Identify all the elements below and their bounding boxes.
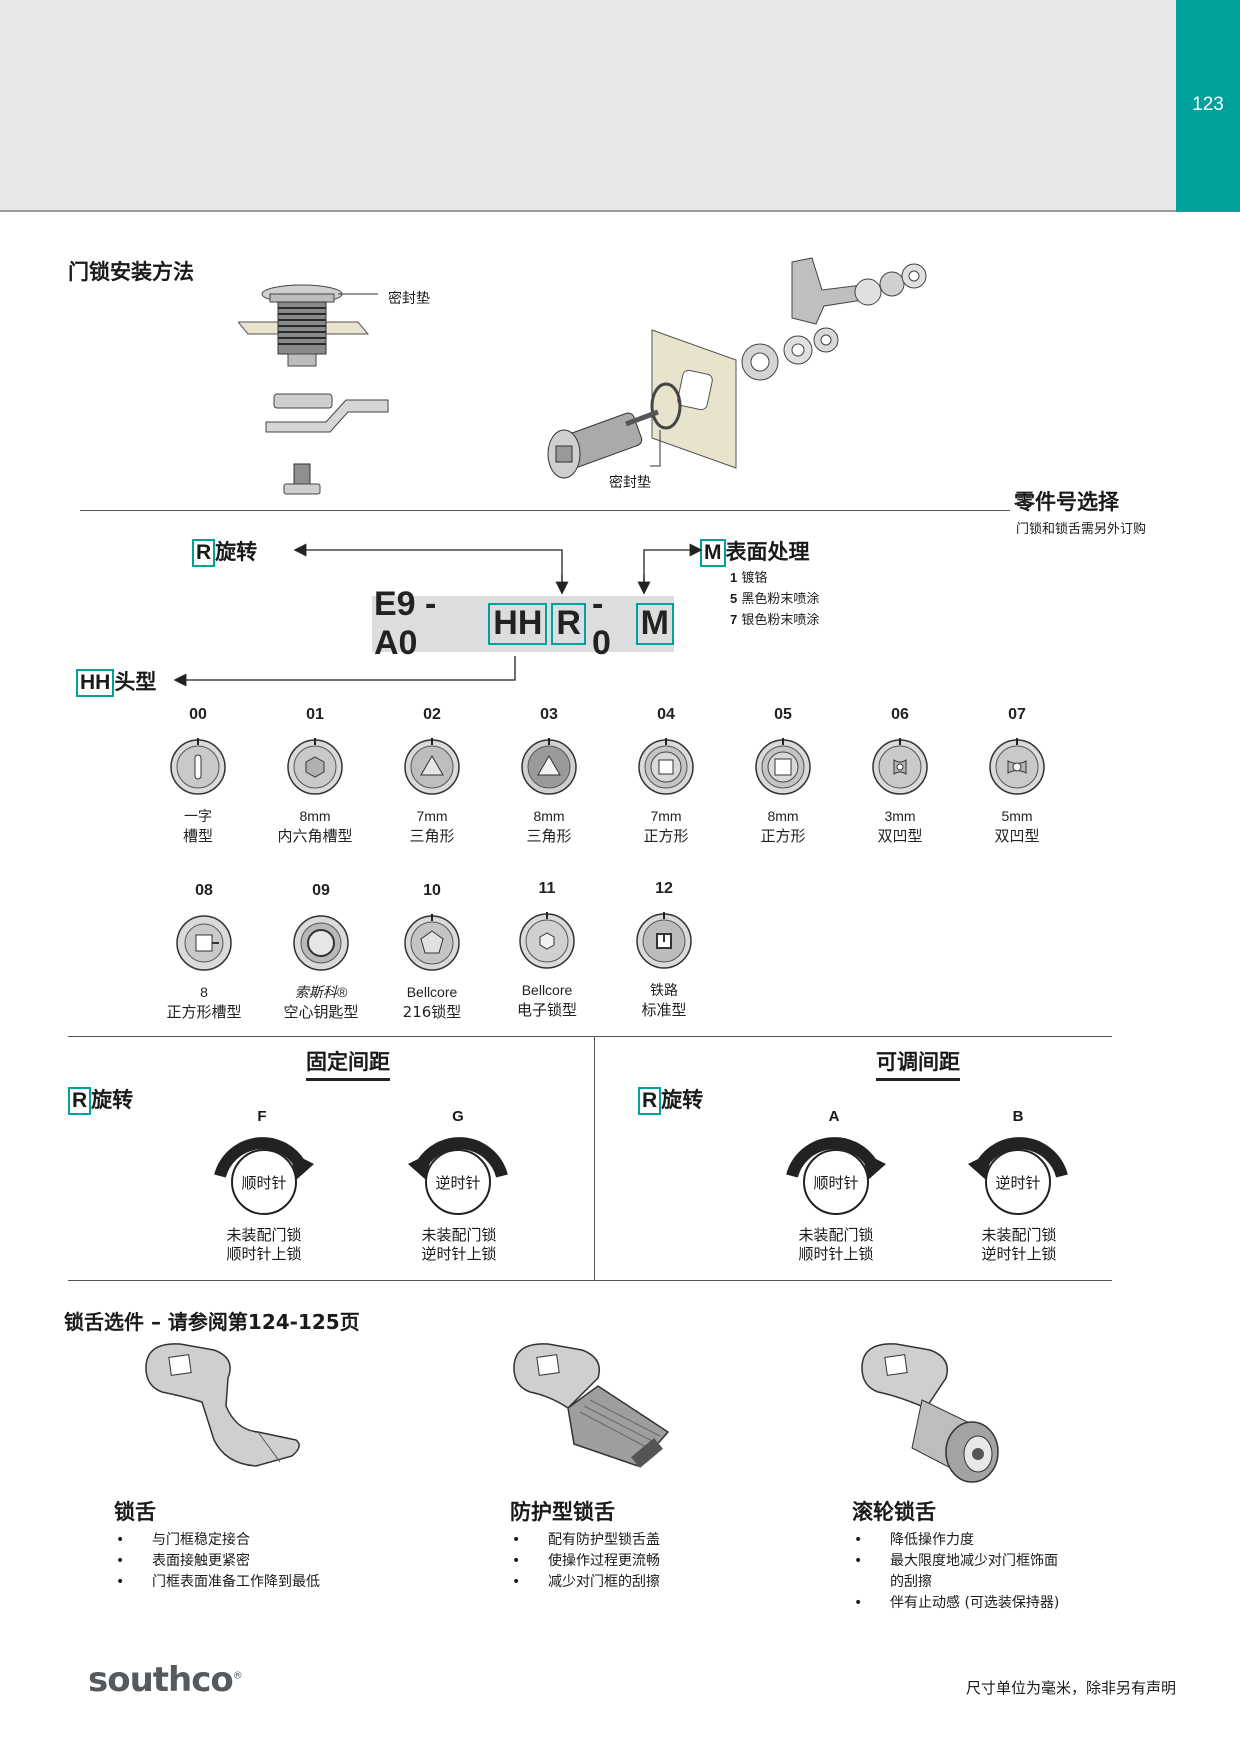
part-selection-title: 零件号选择 — [1014, 490, 1119, 514]
cam-roller-bullets: 降低操作力度 最大限度地减少对门框饰面 的刮擦 伴有止动感 (可选装保持器) — [852, 1530, 1059, 1614]
clockwise-icon — [786, 1137, 886, 1215]
guarded-cam-illustration — [513, 1343, 670, 1469]
head-type-10: 10 Bellcore 216锁型 — [402, 882, 462, 1021]
square-icon — [638, 738, 694, 795]
head-type-12: 12 铁路 标准型 — [604, 880, 724, 1020]
rotation-direction-g: 逆时针 — [435, 1174, 481, 1192]
page-number: 123 — [1192, 94, 1224, 115]
install-diagram-right — [547, 257, 927, 479]
part-number: E9 - A0 HH R - 0 M — [372, 585, 674, 662]
roller-cam-illustration — [861, 1343, 999, 1483]
rotation-desc-b: 未装配门锁 逆时针上锁 — [981, 1226, 1057, 1263]
head-type-05: 05 8mm 正方形 — [723, 706, 843, 846]
part-number-mid: - 0 — [591, 585, 611, 662]
rotation-code-g: G — [452, 1108, 464, 1125]
cam-roller: 滚轮锁舌 降低操作力度 最大限度地减少对门框饰面 的刮擦 伴有止动感 (可选装保… — [852, 1496, 1059, 1614]
triangle-icon — [521, 738, 577, 795]
hex-icon — [519, 912, 575, 969]
finish-item: 1 镀铬 — [730, 570, 768, 586]
fixed-spacing-title: 固定间距 — [306, 1046, 390, 1081]
rotation-tag: R — [192, 539, 216, 568]
footer-note: 尺寸单位为毫米，除非另有声明 — [965, 1679, 1176, 1697]
fixed-rotation-label: 旋转 — [91, 1088, 134, 1112]
adjustable-rotation-label: 旋转 — [661, 1088, 704, 1112]
rotation-code-a: A — [828, 1108, 840, 1125]
head-type-06: 06 3mm 双凹型 — [840, 706, 960, 846]
gasket-label-bottom: 密封垫 — [609, 475, 651, 491]
cam-options-title: 锁舌选件 – 请参阅第124-125页 — [64, 1310, 360, 1334]
cam-roller-title: 滚轮锁舌 — [852, 1500, 936, 1524]
cam-standard-title: 锁舌 — [114, 1500, 156, 1524]
head-type-08: 08 8 正方形槽型 — [166, 882, 242, 1021]
head-type-01: 01 8mm 内六角槽型 — [277, 706, 353, 845]
part-number-r: R — [551, 603, 586, 645]
cam-standard: 锁舌 与门框稳定接合 表面接触更紧密 门框表面准备工作降到最低 — [114, 1496, 320, 1593]
head-type-03: 03 8mm 三角形 — [489, 706, 609, 846]
rotation-desc-g: 未装配门锁 逆时针上锁 — [421, 1226, 497, 1263]
install-title: 门锁安装方法 — [68, 260, 194, 284]
section-rule-top — [80, 510, 1010, 511]
finish-item: 5 黑色粉末喷涂 — [730, 591, 820, 607]
clockwise-icon — [214, 1137, 314, 1215]
part-selection-note: 门锁和锁舌需另外订购 — [1016, 522, 1147, 537]
head-type-04: 04 7mm 正方形 — [606, 706, 726, 846]
head-type-02: 02 7mm 三角形 — [372, 706, 492, 846]
finish-item: 7 银色粉末喷涂 — [730, 612, 820, 628]
adjustable-spacing-title: 可调间距 — [876, 1046, 960, 1081]
cam-guarded: 防护型锁舌 配有防护型锁舌盖 使操作过程更流畅 减少对门框的刮擦 — [510, 1496, 660, 1593]
header-band — [0, 0, 1176, 212]
adjustable-rotation-tag: R — [638, 1087, 662, 1116]
head-type-11: 11 Bellcore 电子锁型 — [516, 880, 577, 1019]
page-tab — [1176, 0, 1240, 212]
triangle-icon — [404, 738, 460, 795]
cam-standard-bullets: 与门框稳定接合 表面接触更紧密 门框表面准备工作降到最低 — [114, 1530, 320, 1593]
pentagon-icon — [404, 914, 460, 971]
counterclockwise-icon — [408, 1137, 508, 1215]
head-tag: HH — [76, 669, 115, 698]
counterclockwise-icon — [968, 1137, 1068, 1215]
install-diagram-left — [238, 284, 389, 495]
part-number-prefix: E9 - A0 — [374, 585, 437, 662]
section-rule-rotation-bottom — [68, 1280, 1112, 1281]
part-number-hh: HH — [488, 603, 548, 645]
hollow-key-icon — [293, 915, 349, 971]
square-icon — [755, 738, 811, 795]
fixed-rotation-tag: R — [68, 1087, 92, 1116]
square-slot-icon — [176, 915, 232, 971]
hex-socket-icon — [287, 738, 343, 795]
rotation-label: 旋转 — [215, 540, 258, 564]
rotation-direction-f: 顺时针 — [241, 1174, 287, 1192]
rotation-direction-a: 顺时针 — [813, 1174, 859, 1192]
slot-icon — [170, 738, 226, 795]
cam-guarded-bullets: 配有防护型锁舌盖 使操作过程更流畅 减少对门框的刮擦 — [510, 1530, 660, 1593]
double-d-icon — [989, 738, 1045, 795]
rotation-direction-b: 逆时针 — [995, 1174, 1041, 1192]
finish-list: 1 镀铬 5 黑色粉末喷涂 7 银色粉末喷涂 — [730, 568, 819, 631]
part-number-m: M — [635, 603, 674, 645]
southco-logo: southco® — [88, 1660, 243, 1700]
head-type-09: 09 索斯科® 空心钥匙型 — [283, 882, 359, 1021]
head-type-07: 07 5mm 双凹型 — [957, 706, 1077, 846]
railway-icon — [636, 912, 692, 969]
head-type-00: 00 一字 槽型 — [138, 706, 258, 846]
gasket-label-top: 密封垫 — [388, 291, 430, 307]
standard-cam-illustration — [145, 1343, 300, 1467]
double-d-icon — [872, 738, 928, 795]
callout-arrows — [173, 543, 703, 687]
cam-guarded-title: 防护型锁舌 — [510, 1500, 615, 1524]
rotation-code-f: F — [257, 1108, 267, 1125]
rotation-code-b: B — [1012, 1108, 1024, 1125]
section-rule-rotation-top — [68, 1036, 1112, 1037]
section-divider — [594, 1036, 595, 1280]
rotation-desc-f: 未装配门锁 顺时针上锁 — [226, 1226, 302, 1263]
rotation-desc-a: 未装配门锁 顺时针上锁 — [798, 1226, 874, 1263]
head-label: 头型 — [114, 670, 157, 694]
finish-label: 表面处理 — [725, 540, 810, 564]
